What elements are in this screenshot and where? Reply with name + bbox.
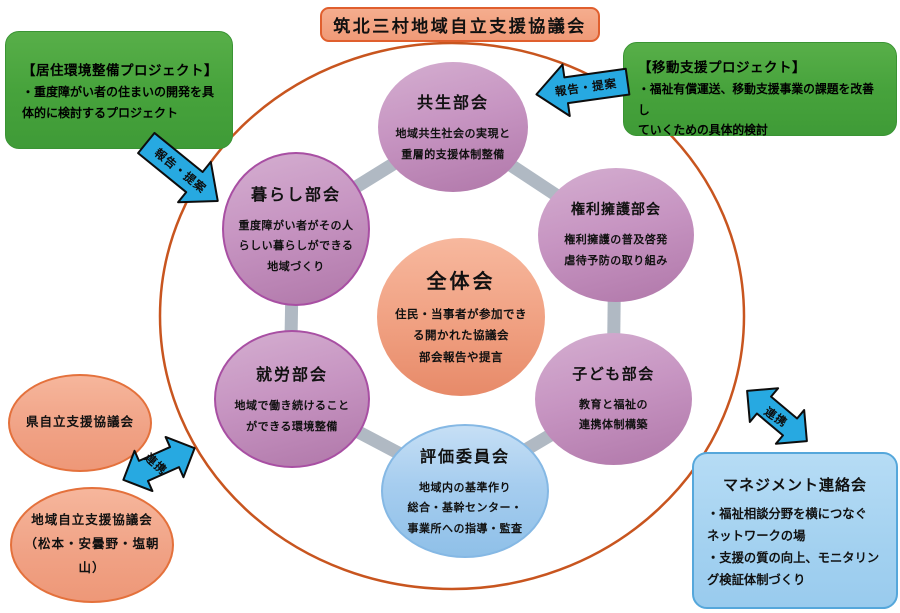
subcommittee-employment: 就労部会 地域で働き続けること ができる環境整備 [214,330,370,468]
subcommittee-heading: 暮らし部会 [250,186,341,204]
management-liaison-box: マネジメント連絡会 ・福祉相談分野を横につなぐ ネットワークの場 ・支援の質の向… [692,452,898,609]
subcommittee-body: 権利擁護の普及啓発 虐待予防の取り組み [564,234,668,267]
subcommittee-heading: 共生部会 [416,95,489,113]
subcommittee-living: 暮らし部会 重度障がい者がその人 らしい暮らしができる 地域づくり [222,152,370,306]
subcommittee-rights: 権利擁護部会 権利擁護の普及啓発 虐待予防の取り組み [538,168,694,302]
project-housing-body: ・重度障がい者の住まいの開発を具 体的に検討するプロジェクト [22,85,215,120]
management-heading: マネジメント連絡会 [722,477,867,494]
subcommittee-body: 地域で働き続けること ができる環境整備 [234,400,350,433]
subcommittee-inclusion: 共生部会 地域共生社会の実現と 重層的支援体制整備 [378,62,528,192]
subcommittee-body: 重度障がい者がその人 らしい暮らしができる 地域づくり [238,219,354,273]
committee-body: 地域内の基準作り 総合・基幹センター・ 事業所への指導・監査 [407,481,523,535]
subcommittee-body: 地域共生社会の実現と 重層的支援体制整備 [395,128,511,161]
title-banner: 筑北三村地域自立支援協議会 [320,7,600,42]
management-body: ・福祉相談分野を横につなぐ ネットワークの場 ・支援の質の向上、モニタリン グ検… [707,507,880,588]
outer-circle [158,41,746,591]
diagram-title: 筑北三村地域自立支援協議会 [333,17,587,36]
plenary-heading: 全体会 [426,271,496,294]
project-mobility-heading: 【移動支援プロジェクト】 [638,60,806,75]
subcommittee-heading: 就労部会 [255,367,328,385]
regional-council-label: 地域自立支援協議会 （松本・安曇野・塩朝 山） [24,513,160,575]
subcommittee-heading: 権利擁護部会 [571,201,661,218]
plenary-body: 住民・当事者が参加でき る開かれた協議会 部会報告や提言 [395,309,527,364]
project-housing-box: 【居住環境整備プロジェクト】 ・重度障がい者の住まいの開発を具 体的に検討するプ… [5,31,233,149]
plenary-assembly: 全体会 住民・当事者が参加でき る開かれた協議会 部会報告や提言 [377,238,545,396]
evaluation-committee: 評価委員会 地域内の基準作り 総合・基幹センター・ 事業所への指導・監査 [381,424,549,558]
regional-council: 地域自立支援協議会 （松本・安曇野・塩朝 山） [10,487,174,603]
prefectural-council: 県自立支援協議会 [8,374,152,472]
subcommittee-heading: 子ども部会 [572,365,655,383]
prefectural-council-label: 県自立支援協議会 [25,415,134,430]
committee-heading: 評価委員会 [419,448,510,466]
subcommittee-children: 子ども部会 教育と福祉の 連携体制構築 [535,333,692,465]
subcommittee-body: 教育と福祉の 連携体制構築 [579,398,648,431]
project-housing-heading: 【居住環境整備プロジェクト】 [22,63,218,78]
project-mobility-box: 【移動支援プロジェクト】 ・福祉有償運送、移動支援事業の課題を改善し ていくため… [623,42,897,137]
project-mobility-body: ・福祉有償運送、移動支援事業の課題を改善し ていくための具体的検討 [638,82,874,138]
